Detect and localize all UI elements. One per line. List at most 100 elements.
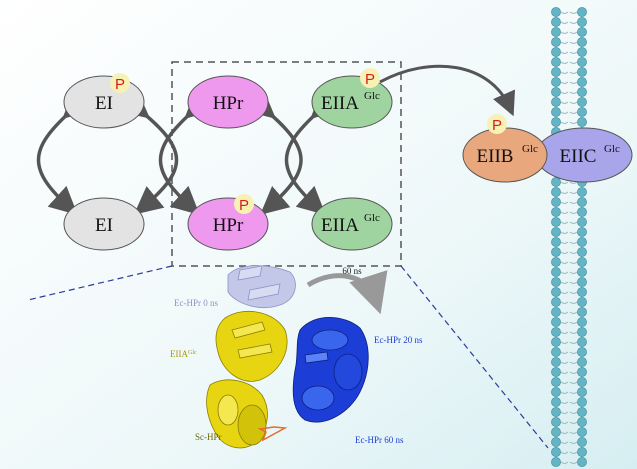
membrane-lipid-head (551, 457, 561, 467)
node-eiia-top: EIIA Glc (311, 75, 393, 129)
membrane-lipid-tail (560, 11, 569, 14)
membrane-lipid-head (551, 377, 561, 387)
membrane-lipid-tail (560, 431, 569, 434)
membrane-lipid-tail (560, 191, 569, 194)
membrane-lipid-tail (560, 201, 569, 204)
membrane-lipid-head (577, 237, 587, 247)
membrane-lipid-tail (560, 291, 569, 294)
node-eiia-bottom-label: EIIA (321, 215, 359, 236)
membrane-lipid-tail (560, 231, 569, 234)
membrane-lipid-tail (569, 391, 578, 394)
membrane-lipid-tail (560, 21, 569, 24)
membrane-lipid-tail (569, 281, 578, 284)
membrane-lipid-tail (569, 401, 578, 404)
membrane-lipid-head (577, 447, 587, 457)
membrane-lipid-tail (560, 361, 569, 364)
membrane-lipid-tail (560, 411, 569, 414)
node-eiia-top-sup: Glc (364, 90, 380, 102)
membrane-lipid-head (551, 407, 561, 417)
membrane-lipid-head (551, 187, 561, 197)
membrane-lipid-head (577, 217, 587, 227)
membrane-lipid-head (577, 307, 587, 317)
membrane-lipid-tail (560, 51, 569, 54)
membrane-lipid-head (551, 417, 561, 427)
membrane-lipid-head (551, 437, 561, 447)
membrane-lipid-tail (569, 21, 578, 24)
membrane-lipid-head (551, 97, 561, 107)
membrane-lipid-tail (560, 261, 569, 264)
membrane-lipid-head (551, 367, 561, 377)
membrane-lipid-head (551, 207, 561, 217)
membrane-lipid-head (577, 367, 587, 377)
membrane-lipid-tail (569, 201, 578, 204)
membrane-lipid-tail (560, 461, 569, 464)
membrane-lipid-tail (560, 251, 569, 254)
membrane-lipid-head (577, 37, 587, 47)
membrane-lipid-tail (560, 441, 569, 444)
membrane-lipid-tail (560, 381, 569, 384)
membrane-lipid-tail (569, 291, 578, 294)
membrane-lipid-head (551, 397, 561, 407)
membrane-lipid-tail (569, 11, 578, 14)
membrane-lipid-head (551, 307, 561, 317)
membrane-lipid-tail (569, 301, 578, 304)
phosphate-eiia-top: P (360, 68, 380, 88)
node-ei-top: EI (63, 75, 145, 129)
membrane-lipid-tail (569, 251, 578, 254)
protein-structures (206, 265, 388, 449)
membrane-lipid-head (551, 387, 561, 397)
membrane-lipid-head (551, 27, 561, 37)
node-ei-bottom: EI (63, 197, 145, 251)
membrane-lipid-tail (569, 41, 578, 44)
arrow-eiia-left (284, 89, 341, 216)
membrane-lipid-head (577, 247, 587, 257)
membrane-lipid-head (577, 407, 587, 417)
membrane-lipid-head (551, 237, 561, 247)
membrane-lipid-head (577, 437, 587, 447)
membrane-lipid-head (577, 387, 587, 397)
membrane-lipid-tail (569, 91, 578, 94)
membrane-lipid-tail (560, 301, 569, 304)
membrane-lipid-tail (560, 451, 569, 454)
membrane-lipid-tail (569, 431, 578, 434)
membrane-lipid-head (577, 207, 587, 217)
membrane-lipid-head (551, 327, 561, 337)
arrow-hpr-left (158, 89, 215, 216)
membrane-lipid-tail (569, 101, 578, 104)
membrane-lipid-tail (560, 271, 569, 274)
membrane-lipid-tail (560, 321, 569, 324)
membrane-lipid-tail (569, 81, 578, 84)
membrane-lipid-tail (560, 241, 569, 244)
membrane-lipid-head (577, 187, 587, 197)
membrane-lipid-tail (560, 351, 569, 354)
node-eiia-bottom: EIIA Glc (311, 197, 393, 251)
membrane-lipid-head (577, 277, 587, 287)
membrane-lipid-head (551, 77, 561, 87)
phosphate-hpr-bottom: P (234, 194, 254, 214)
membrane-lipid-tail (560, 311, 569, 314)
membrane-lipid-head (577, 117, 587, 127)
membrane-lipid-head (577, 457, 587, 467)
membrane-lipid-head (577, 7, 587, 17)
membrane-lipid-tail (569, 241, 578, 244)
membrane-lipid-tail (569, 341, 578, 344)
membrane-lipid-head (577, 27, 587, 37)
membrane-lipid-head (577, 267, 587, 277)
membrane-lipid-tail (560, 341, 569, 344)
membrane-lipid-head (551, 197, 561, 207)
membrane-lipid-head (577, 17, 587, 27)
label-ec-hpr-0ns: Ec-HPr 0 ns (174, 298, 218, 308)
node-ei-bottom-label: EI (95, 215, 113, 236)
membrane-lipid-tail (560, 391, 569, 394)
membrane-lipid-tail (560, 101, 569, 104)
membrane-lipid-tail (560, 71, 569, 74)
node-hpr-bottom-label: HPr (213, 215, 244, 236)
membrane-lipid-tail (569, 271, 578, 274)
phosphate-hpr-bottom-label: P (239, 197, 249, 214)
membrane-lipid-head (577, 197, 587, 207)
membrane-lipid-head (551, 117, 561, 127)
node-hpr-bottom: HPr (187, 197, 269, 251)
membrane-lipid-tail (560, 421, 569, 424)
membrane-lipid-head (551, 277, 561, 287)
